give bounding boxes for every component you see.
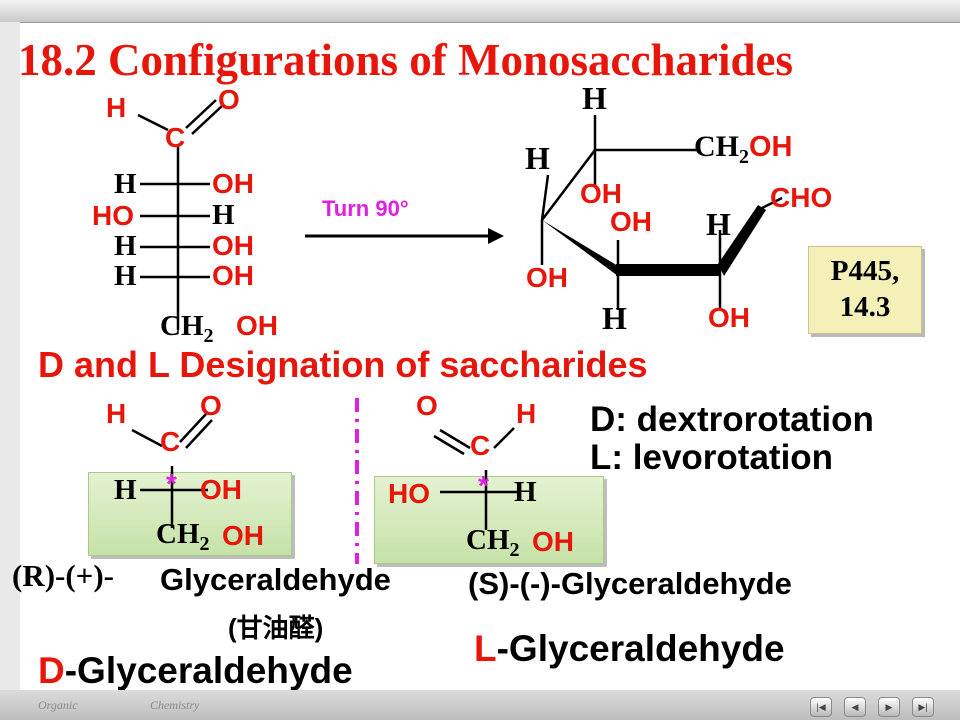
d-glyceraldehyde-label: D-Glyceraldehyde [38, 650, 353, 691]
d-definition: D: dextrorotation [590, 400, 874, 439]
section-subtitle: D and L Designation of saccharides [38, 344, 648, 385]
fischer-h-row1: H [114, 168, 137, 200]
last-slide-icon[interactable]: ▶| [912, 697, 934, 717]
slide-top-bar [0, 0, 960, 23]
s-chiral-star: * [478, 470, 489, 501]
s-oh-bottom: OH [532, 526, 574, 557]
fischer-ch2-bottom: CH2 [160, 310, 214, 347]
r-oh-bottom: OH [222, 520, 264, 551]
fischer-ho-row2: HO [92, 200, 134, 231]
fischer-bonds [137, 99, 223, 330]
slide-left-bar [0, 22, 20, 690]
r-o-top: O [200, 390, 222, 421]
l-glyceraldehyde-label: L-Glyceraldehyde [474, 628, 785, 669]
fischer-h-row4: H [114, 260, 137, 292]
page-reference-line1: P445, [830, 255, 900, 287]
r-glyceraldehyde-name: Glyceraldehyde [160, 562, 391, 597]
fischer-oh-bottom: OH [236, 310, 278, 341]
haworth-ring [540, 115, 783, 310]
r-chiral-star: * [166, 468, 177, 499]
r-h-left: H [114, 474, 137, 506]
haworth-h-bottom: H [602, 300, 627, 336]
s-h-right: H [514, 476, 537, 508]
s-h-top: H [516, 398, 537, 429]
fischer-h-top: H [106, 92, 127, 123]
l-definition: L: levorotation [590, 438, 834, 477]
s-glyceraldehyde-name: (S)-(-)-Glyceraldehyde [468, 566, 792, 601]
haworth-h-right: H [706, 206, 731, 242]
previous-slide-icon[interactable]: ◀ [844, 697, 866, 717]
s-c-top: C [470, 430, 491, 461]
turn-arrow [305, 228, 504, 244]
haworth-h-top: H [582, 80, 607, 116]
haworth-ch2oh: CH2OH [694, 130, 793, 168]
r-ch2-bottom: CH2 [156, 518, 210, 555]
fischer-oh-row4: OH [212, 260, 254, 291]
fischer-h-row2: H [212, 199, 235, 231]
haworth-oh-mid: OH [610, 206, 652, 237]
haworth-h-left: H [525, 140, 550, 176]
haworth-cho: CHO [770, 182, 833, 213]
s-o-top: O [416, 390, 438, 421]
chinese-name: (甘油醛) [228, 613, 324, 643]
haworth-oh-left: OH [526, 262, 568, 293]
first-slide-icon[interactable]: |◀ [810, 697, 832, 717]
page-reference-line2: 14.3 [839, 291, 891, 323]
s-glyceraldehyde-highlight [374, 476, 604, 564]
next-slide-icon[interactable]: ▶ [878, 697, 900, 717]
r-c-top: C [160, 426, 181, 457]
s-glyceraldehyde-bonds [433, 427, 518, 530]
fischer-oh-row1: OH [212, 168, 254, 199]
r-prefix-label: (R)-(+)- [12, 558, 114, 593]
r-glyceraldehyde-bonds [131, 413, 213, 528]
s-ch2-bottom: CH2 [466, 524, 520, 561]
fischer-h-row3: H [114, 230, 137, 262]
r-h-top: H [106, 398, 127, 429]
r-oh-right: OH [200, 474, 242, 505]
turn-90-label: Turn 90° [322, 196, 409, 221]
haworth-oh-upper: OH [580, 178, 622, 209]
fischer-oh-row3: OH [212, 230, 254, 261]
fischer-c-top: C [165, 122, 186, 153]
page-reference-box: P445, 14.3 [808, 246, 922, 334]
footer-word-chemistry: Chemistry [150, 698, 200, 712]
slide-title: 18.2 Configurations of Monosaccharides [18, 35, 793, 85]
slide-footer: Organic Chemistry [0, 690, 960, 720]
footer-word-organic: Organic [38, 698, 78, 712]
s-ho-left: HO [388, 478, 430, 509]
r-glyceraldehyde-highlight [88, 472, 292, 556]
haworth-oh-bottom: OH [708, 302, 750, 333]
fischer-o-top: O [218, 84, 240, 115]
mirror-plane-line [355, 398, 359, 564]
